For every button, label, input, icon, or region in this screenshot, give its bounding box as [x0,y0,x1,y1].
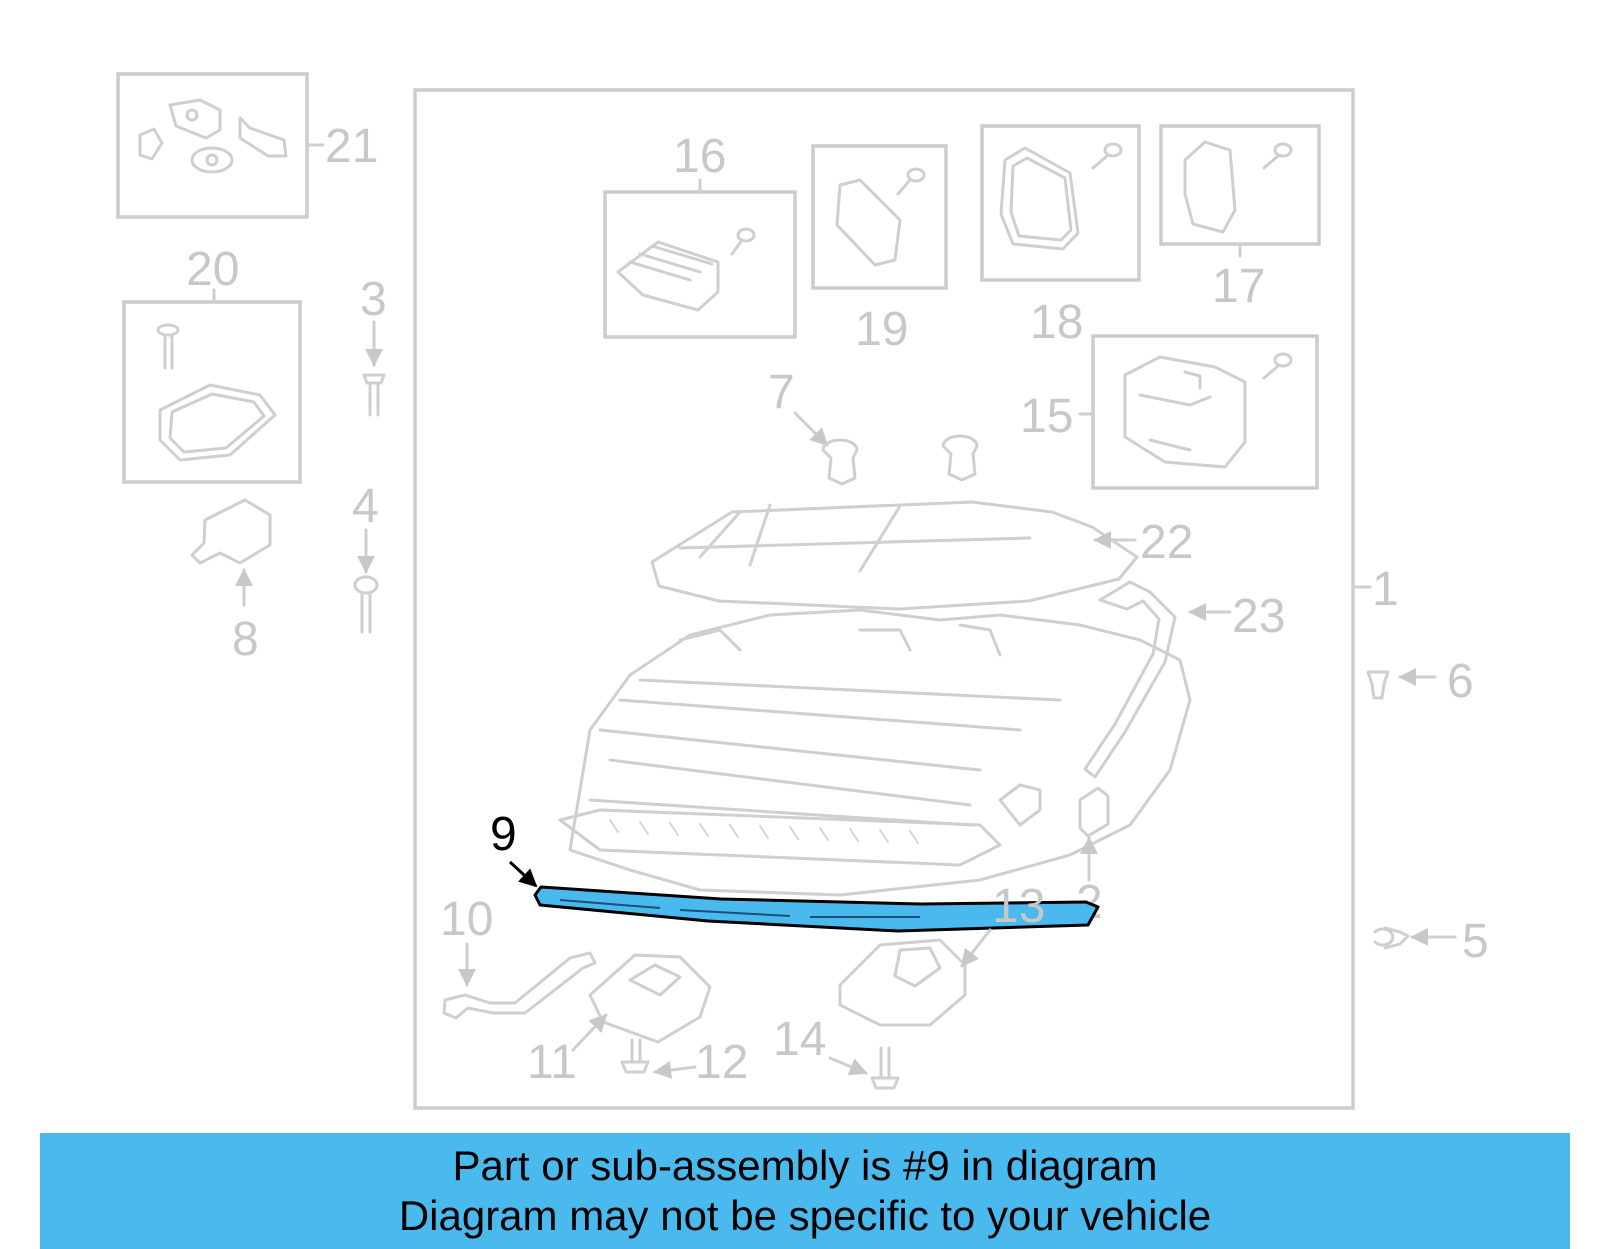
callout-23: 23 [1232,590,1285,643]
part-2-group [1078,786,1110,882]
part-21-group [116,72,325,219]
headlamp-housing [558,608,1192,897]
callout-22: 22 [1140,516,1193,569]
part-16-group [603,178,797,339]
banner-line-1: Part or sub-assembly is #9 in diagram [452,1142,1158,1189]
callout-16: 16 [673,130,726,183]
callout-9: 9 [490,808,517,861]
part-18-group [980,124,1141,282]
part-19-group [811,144,948,290]
part-23-strip [1083,580,1232,779]
info-banner: Part or sub-assembly is #9 in diagram Di… [40,1133,1570,1249]
callout-4: 4 [352,480,379,533]
callout-14: 14 [773,1013,826,1066]
callout-10: 10 [440,893,493,946]
callout-13: 13 [992,880,1045,933]
part-6-group [1366,668,1437,700]
part-12-group [620,1038,697,1079]
callout-15: 15 [1020,390,1073,443]
callout-5: 5 [1462,915,1489,968]
part-9-trim-strip-highlighted [508,860,1100,933]
part-22-lens [650,500,1139,611]
callout-19: 19 [855,303,908,356]
callout-6: 6 [1447,655,1474,708]
callout-21: 21 [325,120,378,173]
callout-1: 1 [1372,563,1399,616]
assembly-frame [413,88,1355,1110]
part-3-group [362,320,386,417]
part-13-group [838,928,992,1027]
part-14-group [828,1046,900,1090]
callout-20: 20 [186,243,239,296]
part-8-group [190,498,272,607]
callout-12: 12 [695,1036,748,1089]
callout-7: 7 [768,366,795,419]
part-4-group [353,528,379,634]
callout-3: 3 [360,273,387,326]
callout-11: 11 [527,1036,577,1089]
banner-line-2: Diagram may not be specific to your vehi… [398,1192,1212,1239]
part-11-group [571,953,712,1052]
part-7-group [793,411,979,486]
part-17-group [1159,124,1321,258]
callout-17: 17 [1212,260,1265,313]
part-5-group [1373,926,1457,950]
callout-18: 18 [1030,296,1083,349]
callout-8: 8 [232,613,259,666]
part-15-group [1078,334,1319,490]
part-10-group [442,942,597,1020]
part-20-group [122,288,302,484]
